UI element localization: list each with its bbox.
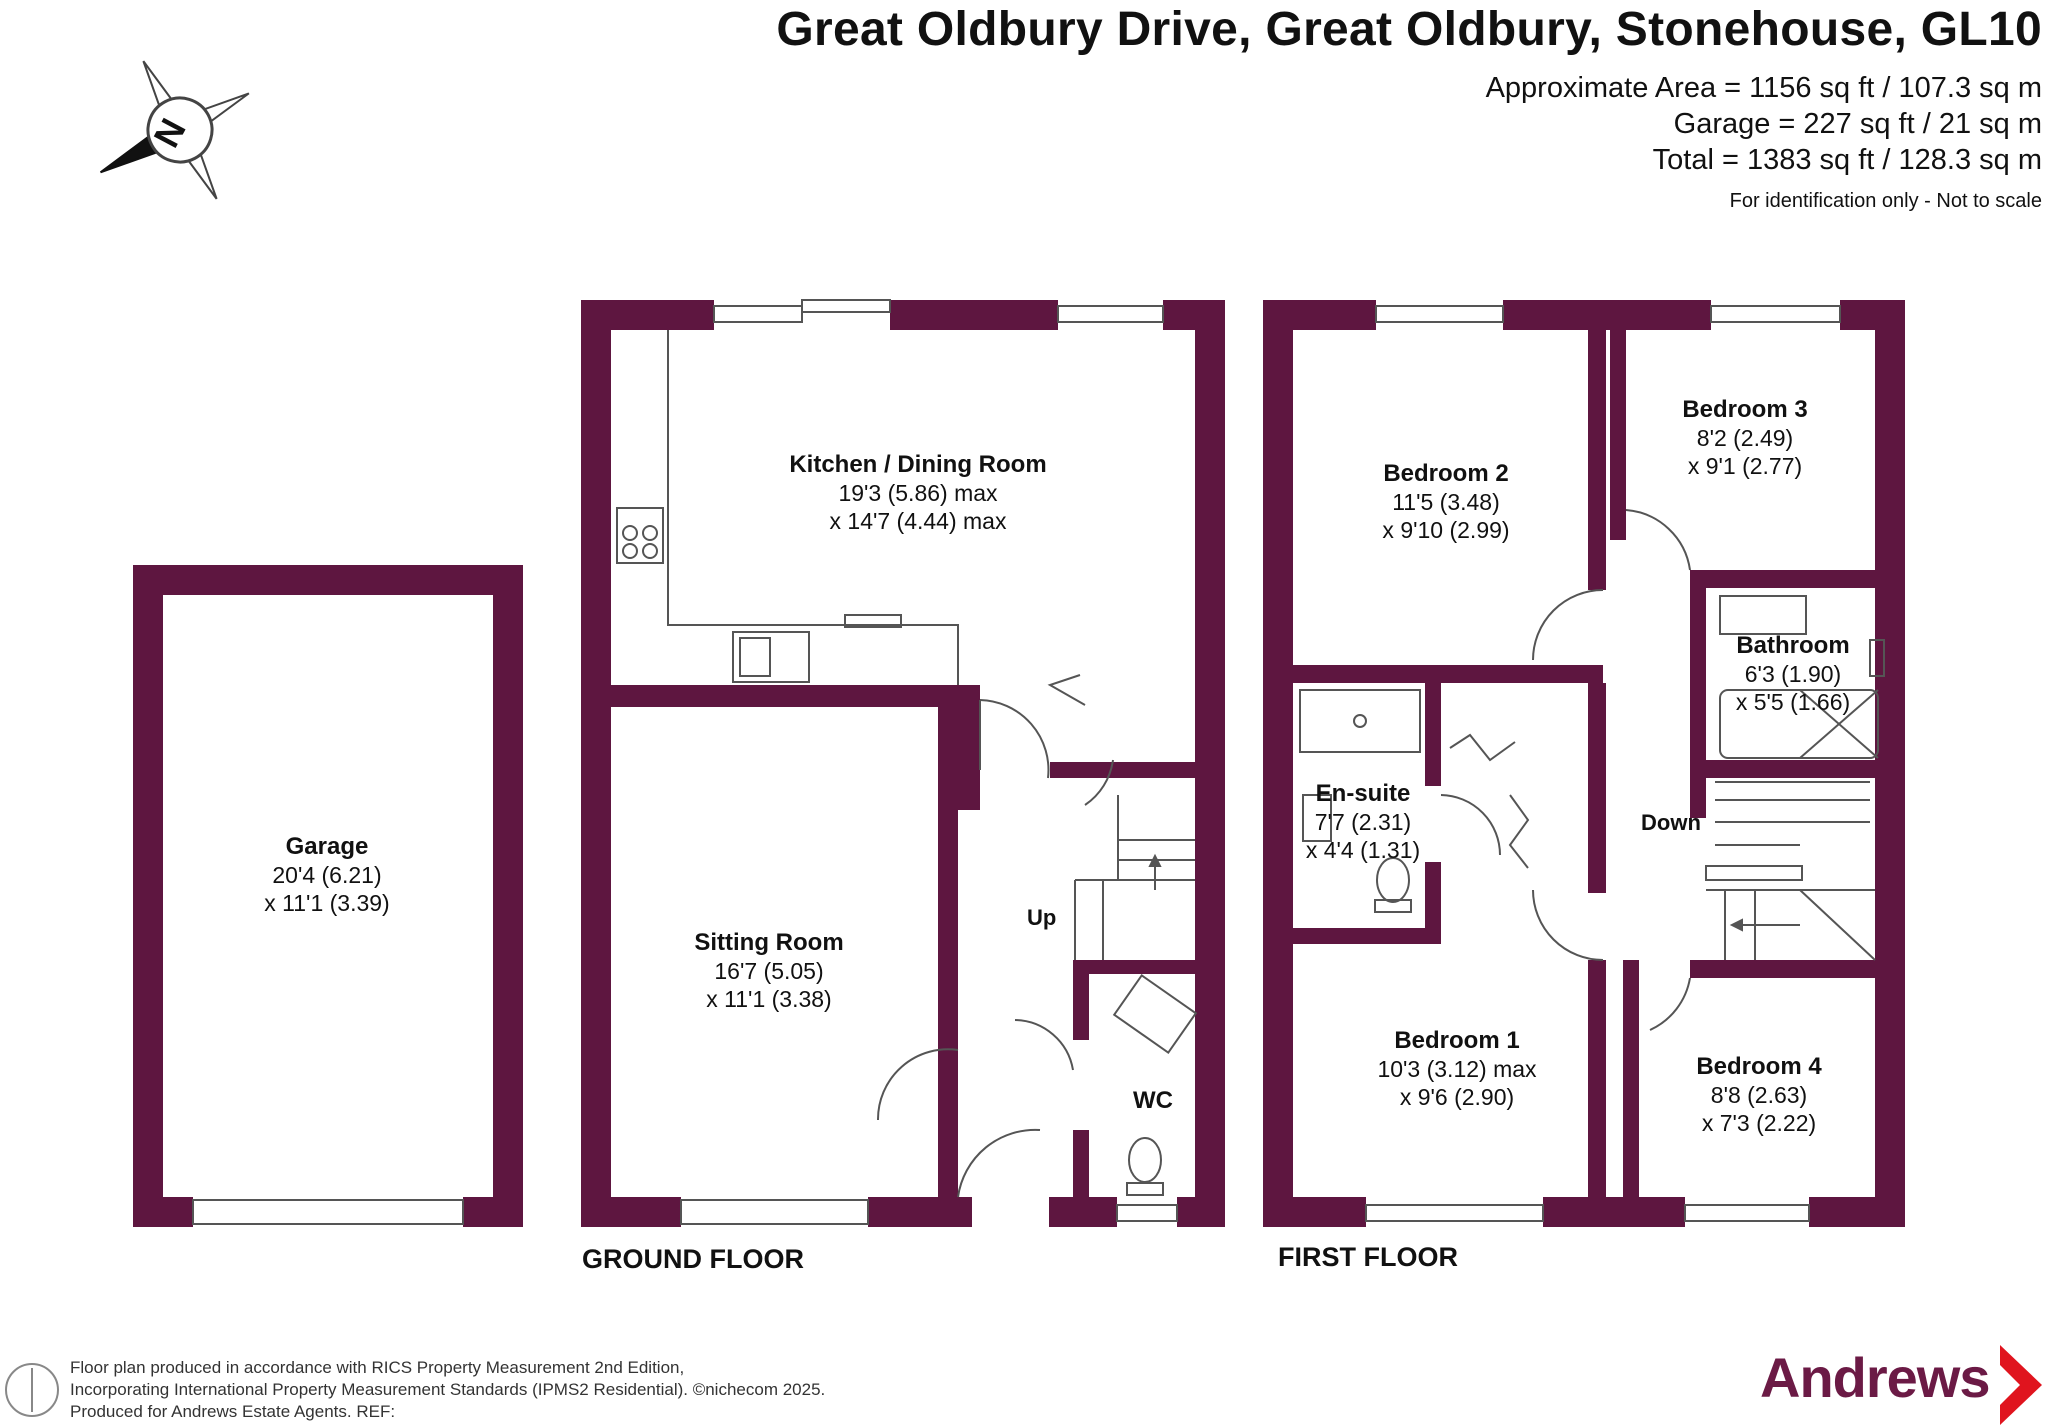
room-name: Bedroom 3 xyxy=(1682,396,1808,423)
room-dim: x 9'1 (2.77) xyxy=(1687,453,1803,479)
room-bedroom-4: Bedroom 4 8'8 (2.63) x 7'3 (2.22) xyxy=(1696,1053,1821,1137)
room-dim: 19'3 (5.86) max xyxy=(838,480,998,506)
footer-line: Floor plan produced in accordance with R… xyxy=(70,1358,685,1377)
footer-credits: Floor plan produced in accordance with R… xyxy=(70,1357,825,1423)
stairs-down-label: Down xyxy=(1641,810,1701,835)
walls xyxy=(133,300,1905,1227)
room-dim: 6'3 (1.90) xyxy=(1744,661,1842,687)
room-dim: 7'7 (2.31) xyxy=(1314,809,1412,835)
footer-line: Incorporating International Property Mea… xyxy=(70,1380,826,1399)
room-bedroom-3: Bedroom 3 8'2 (2.49) x 9'1 (2.77) xyxy=(1682,396,1807,480)
stairs-up-label: Up xyxy=(1027,905,1057,930)
approx-area: Approximate Area = 1156 sq ft / 107.3 sq… xyxy=(1485,72,2042,104)
compass-icon xyxy=(99,60,250,200)
room-name: Kitchen / Dining Room xyxy=(789,451,1047,478)
room-name: Bathroom xyxy=(1736,632,1850,659)
room-name: En-suite xyxy=(1315,780,1411,807)
footer-line: Produced for Andrews Estate Agents. REF: xyxy=(70,1402,396,1421)
room-dim: x 4'4 (1.31) xyxy=(1305,837,1421,863)
garage-area: Garage = 227 sq ft / 21 sq m xyxy=(1673,108,2042,140)
ground-floor-label: GROUND FLOOR xyxy=(582,1244,804,1274)
room-dim: x 5'5 (1.66) xyxy=(1735,689,1851,715)
room-dim: 16'7 (5.05) xyxy=(714,958,824,984)
room-dim: 11'5 (3.48) xyxy=(1392,489,1500,515)
room-name: Sitting Room xyxy=(694,929,844,956)
room-dim: x 14'7 (4.44) max xyxy=(829,508,1007,534)
room-name: Bedroom 4 xyxy=(1696,1053,1822,1080)
room-dim: x 9'10 (2.99) xyxy=(1382,517,1510,543)
room-dim: 20'4 (6.21) xyxy=(272,862,382,888)
room-name: Garage xyxy=(285,833,369,860)
room-garage: Garage 20'4 (6.21) x 11'1 (3.39) xyxy=(264,833,389,917)
disclaimer: For identification only - Not to scale xyxy=(1729,190,2042,212)
room-sitting: Sitting Room 16'7 (5.05) x 11'1 (3.38) xyxy=(694,929,843,1013)
room-name: Bedroom 1 xyxy=(1394,1027,1520,1054)
room-dim: 8'2 (2.49) xyxy=(1696,425,1794,451)
property-title: Great Oldbury Drive, Great Oldbury, Ston… xyxy=(776,3,2042,56)
room-dim: x 11'1 (3.38) xyxy=(706,986,832,1012)
room-bedroom-1: Bedroom 1 10'3 (3.12) max x 9'6 (2.90) xyxy=(1377,1027,1536,1111)
room-name: WC xyxy=(1133,1087,1173,1114)
first-floor-label: FIRST FLOOR xyxy=(1278,1242,1458,1272)
room-dim: 8'8 (2.63) xyxy=(1710,1082,1808,1108)
footer-seal-icon xyxy=(5,1363,59,1417)
total-area: Total = 1383 sq ft / 128.3 sq m xyxy=(1652,144,2042,176)
brand-logo: Andrews xyxy=(1760,1346,1990,1409)
room-bedroom-2: Bedroom 2 11'5 (3.48) x 9'10 (2.99) xyxy=(1382,460,1509,544)
room-dim: x 11'1 (3.39) xyxy=(264,890,390,916)
fixtures xyxy=(192,299,1885,1225)
room-en-suite: En-suite 7'7 (2.31) x 4'4 (1.31) xyxy=(1306,780,1420,864)
room-bathroom: Bathroom 6'3 (1.90) x 5'5 (1.66) xyxy=(1736,632,1850,716)
room-dim: x 7'3 (2.22) xyxy=(1701,1110,1817,1136)
room-dim: 10'3 (3.12) max xyxy=(1377,1056,1537,1082)
room-kitchen-dining: Kitchen / Dining Room 19'3 (5.86) max x … xyxy=(789,451,1046,535)
room-name: Bedroom 2 xyxy=(1383,460,1509,487)
brand-chevron-icon xyxy=(2000,1345,2042,1425)
room-wc: WC xyxy=(1133,1087,1173,1115)
room-dim: x 9'6 (2.90) xyxy=(1399,1084,1515,1110)
